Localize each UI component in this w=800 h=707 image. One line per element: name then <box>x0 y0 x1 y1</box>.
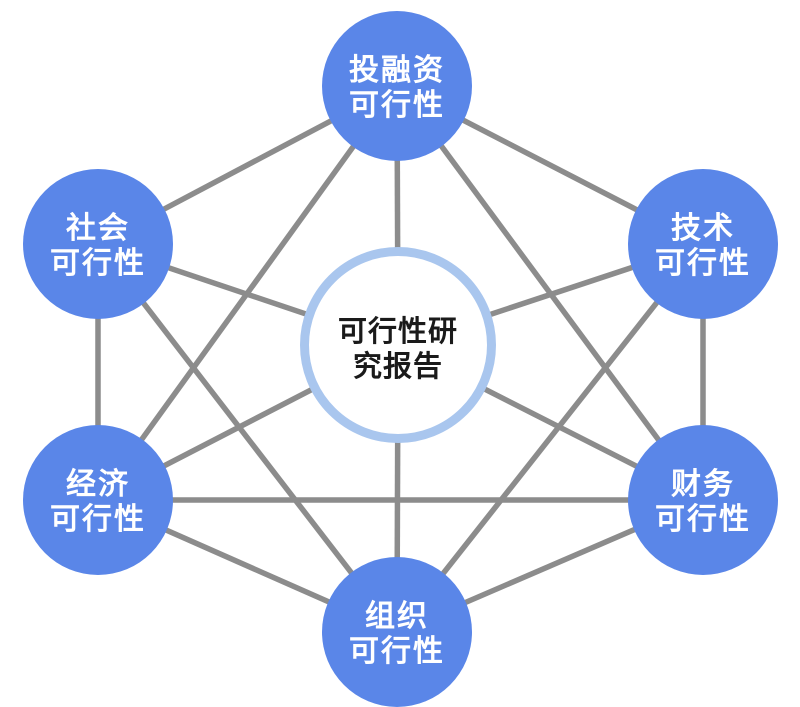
node-circle <box>23 169 173 319</box>
node-circle <box>322 557 472 707</box>
edge-soc-org <box>95 242 400 634</box>
node-circle <box>23 425 173 575</box>
node-organizational-feasibility: 组织可行性 <box>322 557 472 707</box>
node-economic-feasibility: 经济可行性 <box>23 425 173 575</box>
node-label: 财务可行性 <box>655 467 751 537</box>
node-circle <box>322 11 472 161</box>
node-feasibility-study-report: 可行性研究报告 <box>300 247 496 443</box>
node-label: 社会可行性 <box>50 211 146 281</box>
node-technical-feasibility: 技术可行性 <box>628 169 778 319</box>
center-label: 可行性研究报告 <box>338 314 458 383</box>
node-social-feasibility: 社会可行性 <box>23 169 173 319</box>
node-label: 投融资可行性 <box>349 53 445 123</box>
node-financial-feasibility: 财务可行性 <box>628 425 778 575</box>
node-label: 经济可行性 <box>50 467 146 537</box>
node-label: 组织可行性 <box>349 599 445 669</box>
edge-tech-org <box>394 242 706 634</box>
node-circle <box>628 425 778 575</box>
node-label: 技术可行性 <box>655 211 751 281</box>
node-investment-financing-feasibility: 投融资可行性 <box>322 11 472 161</box>
node-circle <box>628 169 778 319</box>
center-circle <box>300 247 496 443</box>
